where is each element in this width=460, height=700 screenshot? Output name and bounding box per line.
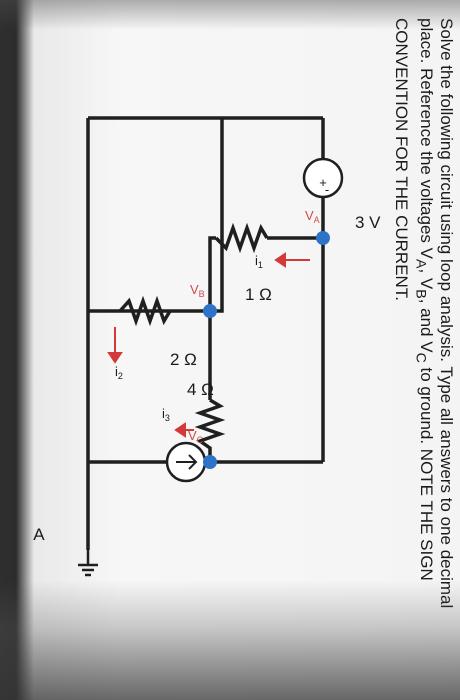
r3-label: 4 Ω [187, 380, 214, 399]
i3-label: i3 [162, 406, 170, 423]
resistor-r2 [118, 295, 172, 327]
source-current-label: 3 A [30, 525, 45, 544]
r1-label: 1 Ω [245, 285, 272, 304]
node-a-dot [316, 231, 330, 245]
current-source [165, 441, 207, 483]
r2-label: 2 Ω [170, 350, 197, 369]
top-shadow [0, 0, 460, 30]
rotated-content: Solve the following circuit using loop a… [30, 0, 460, 700]
nodes [203, 231, 330, 469]
node-c-dot [203, 455, 217, 469]
i2-arrow-icon [107, 352, 123, 364]
ground-symbol [78, 462, 98, 577]
vsource-plus-label: + [319, 175, 327, 190]
wire-r1-bottom [208, 236, 216, 311]
resistor-r3 [194, 398, 226, 462]
vsource-minus-label: - [325, 182, 329, 197]
i2-label: i2 [115, 364, 123, 381]
node-b-dot [203, 304, 217, 318]
node-b-label: VB [190, 282, 205, 299]
current-arrows [107, 252, 310, 438]
resistor-r1 [214, 222, 269, 254]
circuit-diagram: + - 3 V 3 A 1 Ω 2 Ω 4 Ω VA VB VC i1 i2 i… [30, 116, 381, 577]
node-c-label: VC [188, 428, 204, 445]
i1-label: i1 [255, 253, 263, 270]
source-voltage-label: 3 V [355, 213, 381, 232]
bottom-shadow [0, 580, 460, 700]
i1-arrow-icon [274, 252, 286, 268]
node-a-label: VA [305, 208, 320, 225]
current-source-arrow-icon [176, 454, 198, 470]
voltage-source [302, 157, 344, 199]
i3-arrow-icon [174, 422, 186, 438]
